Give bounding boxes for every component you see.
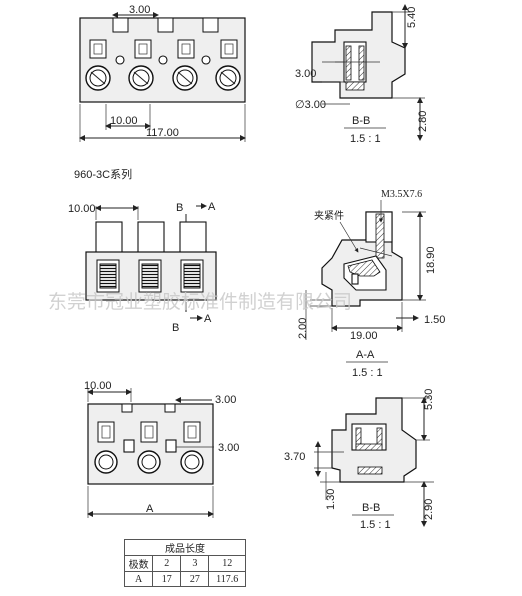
dim-top-width-small: 10.00 bbox=[110, 115, 138, 127]
dim-top-side-height-mid: 3.00 bbox=[295, 68, 316, 80]
spring-clamp bbox=[96, 259, 120, 293]
table-title: 成品长度 bbox=[124, 539, 246, 556]
spring-clamp bbox=[180, 259, 204, 293]
bottom-side-view: 5.30 3.70 1.30 2.90 B-B 1.5 : 1 bbox=[284, 389, 435, 531]
top-notch bbox=[157, 17, 174, 33]
dim-top-width-total: 117.00 bbox=[146, 127, 179, 139]
table-cell: 2 bbox=[152, 555, 182, 572]
bottom-front-view: 10.00 3.00 3.00 A bbox=[84, 380, 239, 518]
top-notch bbox=[202, 17, 219, 33]
dim-top-side-height-bottom: 2.80 bbox=[417, 111, 429, 132]
terminal bbox=[180, 421, 204, 474]
table-row-label: A bbox=[123, 571, 154, 587]
screw-spec-label: M3.5X7.6 bbox=[381, 189, 422, 200]
top-side-view: 5.40 3.00 ∅3.00 2.80 B-B 1.5 : 1 bbox=[295, 3, 429, 145]
terminal bbox=[94, 421, 118, 474]
dim-mid-pitch: 10.00 bbox=[68, 203, 96, 215]
spring-clamp bbox=[138, 259, 162, 293]
section-label-bb-top: B-B bbox=[352, 115, 370, 127]
table-cell: 12 bbox=[208, 555, 246, 572]
dim-top-side-hole-dia: ∅3.00 bbox=[295, 99, 326, 111]
terminal bbox=[172, 39, 198, 91]
watermark: 东莞市冠业塑胶标准件制造有限公司 bbox=[48, 291, 352, 313]
dim-mid-side-depth: 19.00 bbox=[350, 330, 378, 342]
dim-bottom-side-height-mid: 3.70 bbox=[284, 451, 305, 463]
top-notch bbox=[112, 17, 129, 33]
dim-top-side-height-top: 5.40 bbox=[406, 7, 418, 28]
dim-bottom-side-height-base: 1.30 bbox=[325, 489, 337, 510]
terminal bbox=[215, 39, 241, 91]
screw-section bbox=[375, 213, 385, 259]
dim-bottom-side-height-top: 5.30 bbox=[423, 389, 435, 410]
table-cell: 17 bbox=[152, 571, 182, 587]
table-row: A 17 27 117.6 bbox=[123, 571, 246, 587]
scale-label-bottom: 1.5 : 1 bbox=[360, 519, 391, 531]
section-label-aa: A-A bbox=[356, 349, 375, 361]
dim-bottom-gap-top: 3.00 bbox=[215, 394, 236, 406]
series-label: 960-3C系列 bbox=[74, 167, 132, 181]
dim-top-pitch: 3.00 bbox=[129, 4, 150, 16]
length-spec-table: 成品长度 极数 2 3 12 A 17 27 117.6 bbox=[123, 539, 246, 587]
table-row-label: 极数 bbox=[123, 555, 154, 572]
dim-bottom-gap-side: 3.00 bbox=[218, 442, 239, 454]
dim-mid-side-tab: 1.50 bbox=[424, 314, 445, 326]
middle-side-view: M3.5X7.6 夹紧件 18.90 2.00 19.00 1.50 A-A 1… bbox=[297, 189, 445, 379]
terminal bbox=[137, 421, 161, 474]
section-mark-b: B bbox=[176, 202, 183, 214]
section-label-bb-bottom: B-B bbox=[362, 502, 380, 514]
dim-bottom-pitch: 10.00 bbox=[84, 380, 112, 392]
dim-bottom-side-height-bottom: 2.90 bbox=[423, 499, 435, 520]
dim-mid-side-base: 2.00 bbox=[297, 318, 309, 339]
top-front-view: 3.00 10.00 117.00 bbox=[79, 4, 246, 142]
terminal bbox=[85, 39, 111, 91]
dim-mid-side-height: 18.90 bbox=[425, 246, 437, 274]
section-mark-a-bottom: A bbox=[204, 313, 212, 325]
scale-label-mid: 1.5 : 1 bbox=[352, 367, 383, 379]
section-mark-a: A bbox=[208, 201, 216, 213]
middle-front-view: 10.00 B A B A bbox=[68, 201, 217, 334]
table-cell: 27 bbox=[180, 571, 210, 587]
table-cell: 3 bbox=[180, 555, 210, 572]
scale-label-top: 1.5 : 1 bbox=[350, 133, 381, 145]
clamp-label: 夹紧件 bbox=[314, 209, 344, 222]
section-mark-b-bottom: B bbox=[172, 322, 179, 334]
terminal bbox=[128, 39, 154, 91]
table-row: 极数 2 3 12 bbox=[123, 555, 246, 572]
dim-bottom-overall: A bbox=[146, 503, 154, 515]
table-cell: 117.6 bbox=[208, 571, 246, 587]
